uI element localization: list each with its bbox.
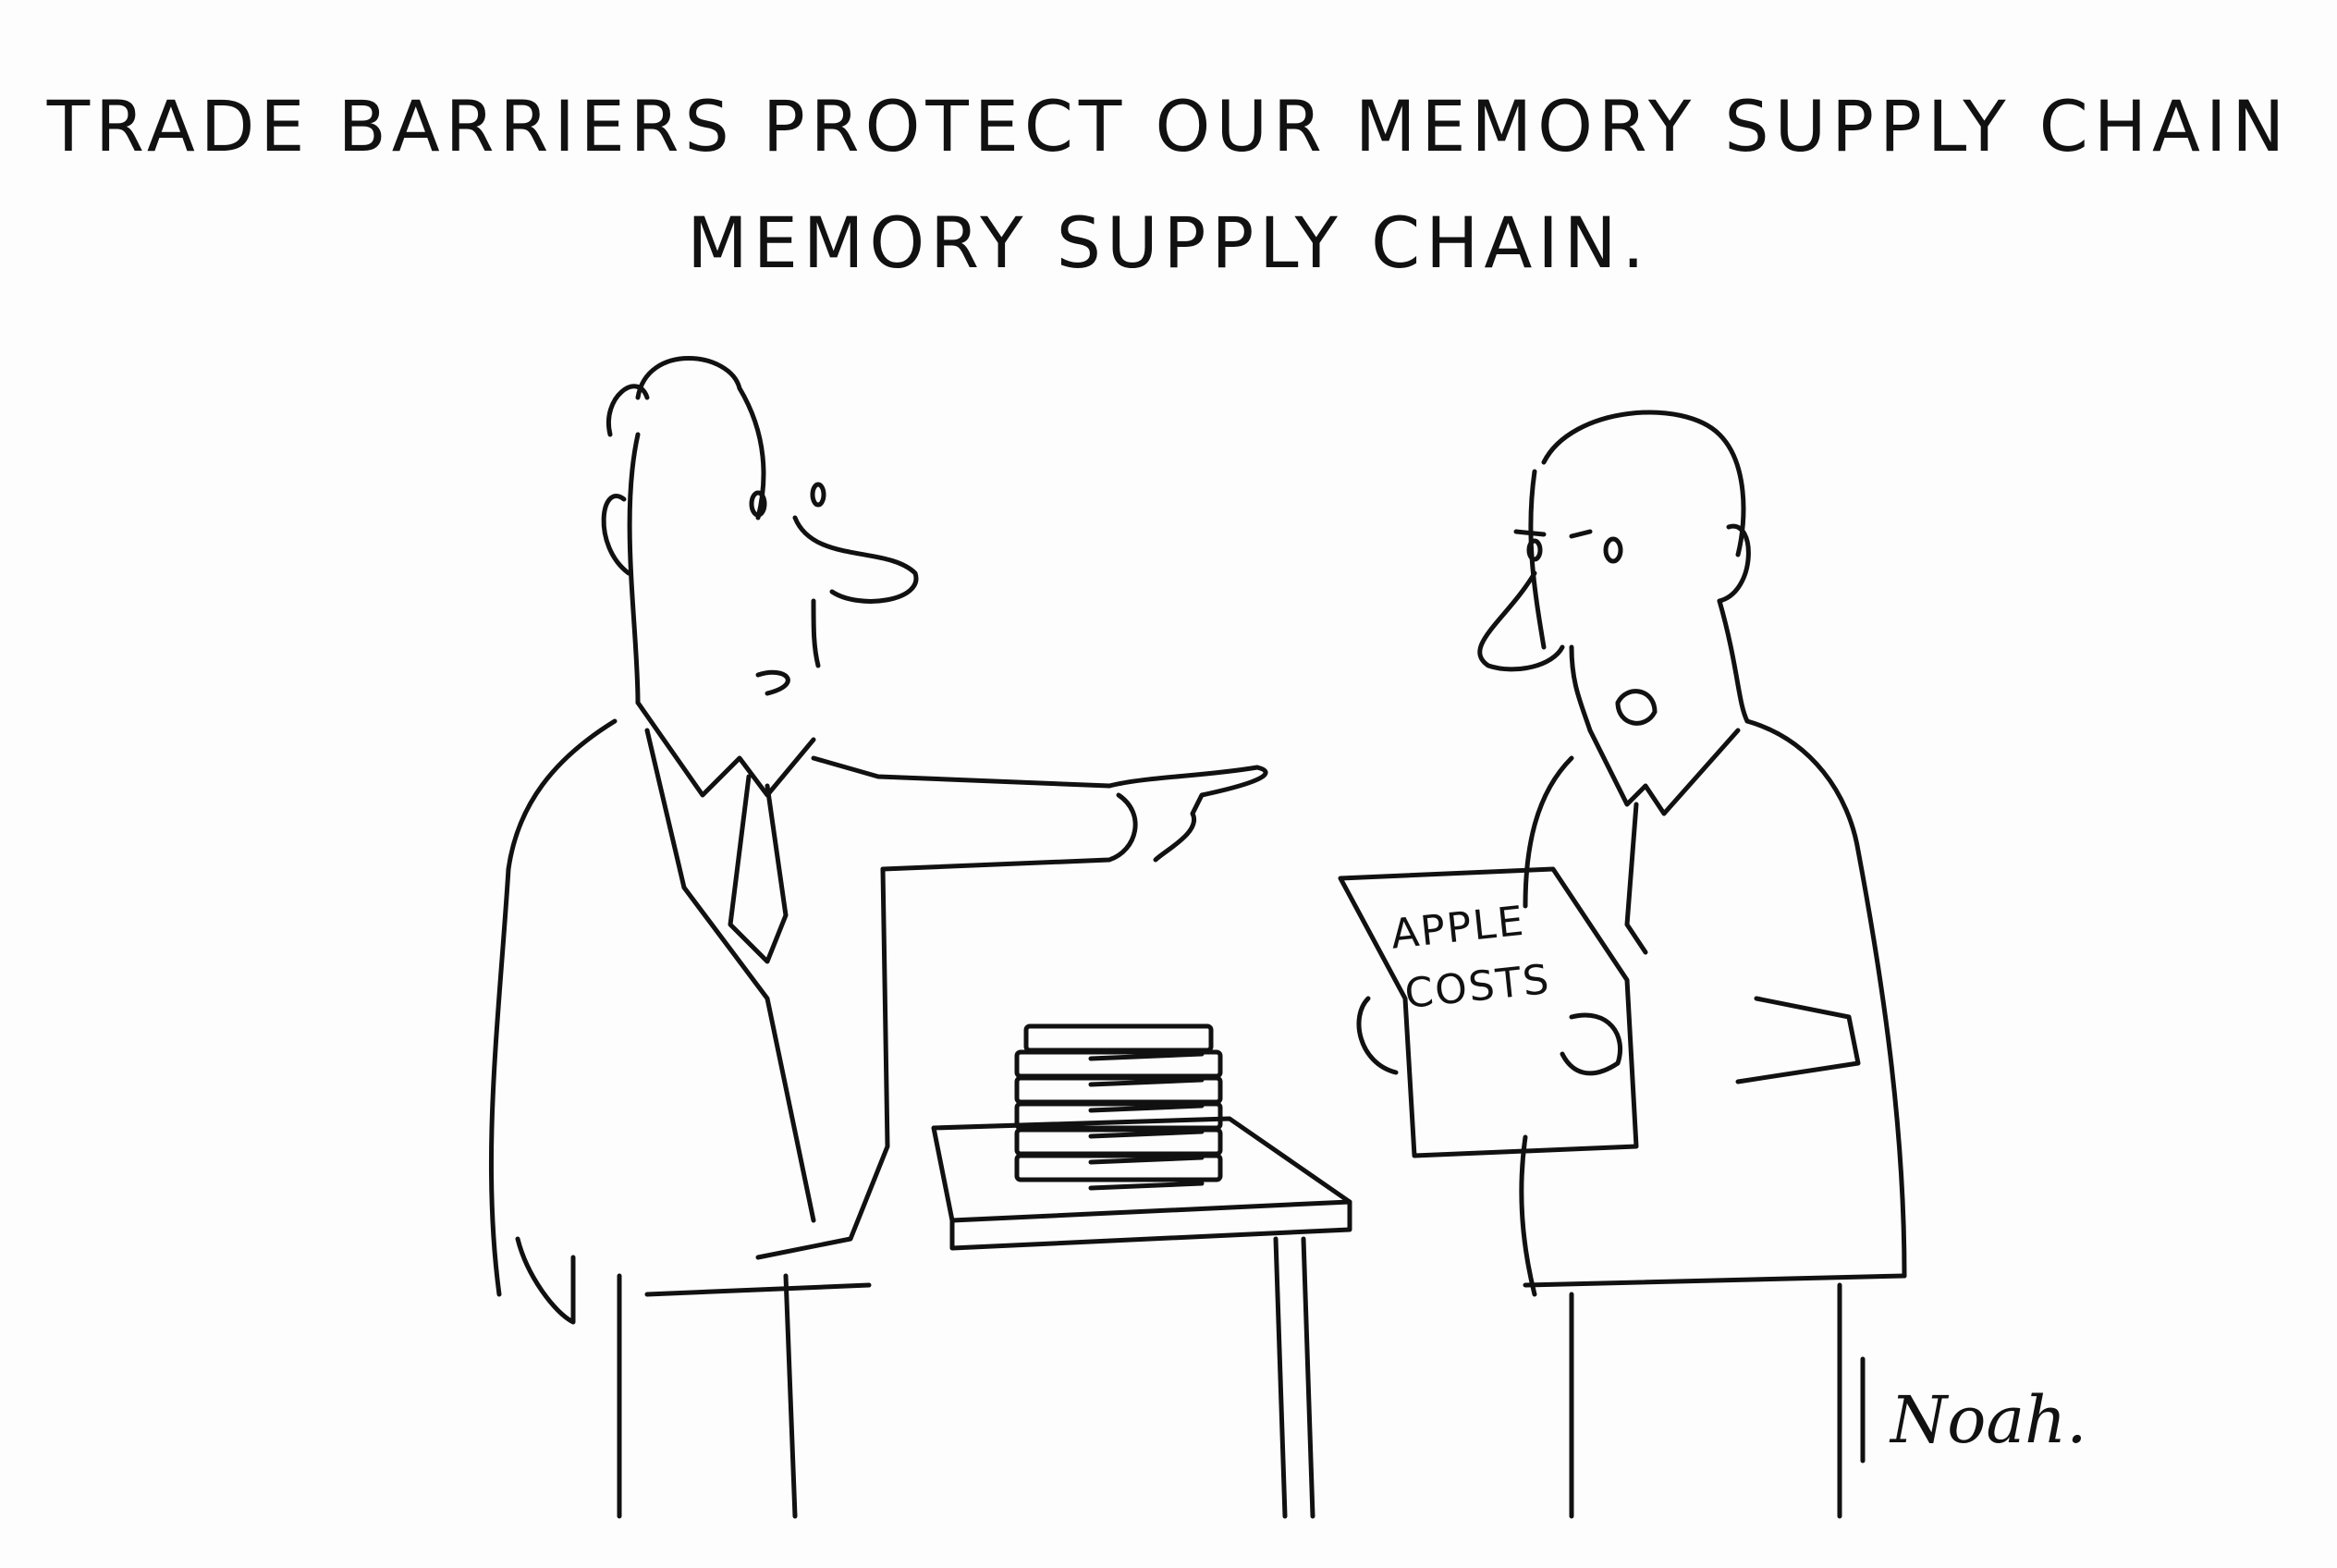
right-man-mouth — [1615, 689, 1658, 726]
left-man-nose — [792, 515, 919, 604]
right-man-jacket — [1523, 755, 1574, 909]
left-man-pointing-arm — [880, 792, 1138, 872]
right-man-nose — [1477, 570, 1565, 672]
apple-costs-paper: APPLE COSTS — [1338, 866, 1639, 1158]
paper-line-2: COSTS — [1402, 956, 1553, 1018]
paper-sheet — [1338, 866, 1639, 1158]
right-man-eye — [1526, 538, 1543, 562]
artist-signature: Noah. — [1860, 1356, 2086, 1464]
left-man-tie — [728, 774, 789, 964]
memory-chip-stack — [1014, 1023, 1223, 1191]
left-man-hand — [515, 1236, 576, 1325]
right-man-left-hand — [1356, 996, 1399, 1075]
right-man-arm — [1735, 996, 1861, 1084]
caption-line-2: MEMORY SUPPLY CHAIN. — [687, 202, 1650, 284]
left-man-mouth — [755, 669, 790, 696]
paper-line-1: APPLE — [1389, 898, 1527, 959]
memory-chip — [1023, 1023, 1214, 1053]
right-man-right-hand — [1560, 1012, 1623, 1076]
caption-line-1: TRADE BARRIERS PROTECT OUR MEMORY SUPPLY… — [46, 85, 2291, 167]
left-man-jacket — [488, 718, 618, 1297]
right-man-figure — [1477, 410, 1907, 1519]
left-man-hair — [635, 356, 766, 521]
left-man-eye — [749, 490, 767, 518]
left-man-figure — [488, 356, 1268, 1519]
right-man-ear — [1717, 523, 1751, 604]
right-man-tie — [1624, 802, 1648, 955]
memory-chip — [1014, 1153, 1223, 1182]
left-man-pointing-hand — [1107, 765, 1268, 863]
right-man-hair — [1541, 410, 1746, 557]
signature-text: Noah. — [1889, 1382, 2086, 1458]
left-man-ear — [601, 494, 631, 576]
table — [931, 1116, 1352, 1519]
